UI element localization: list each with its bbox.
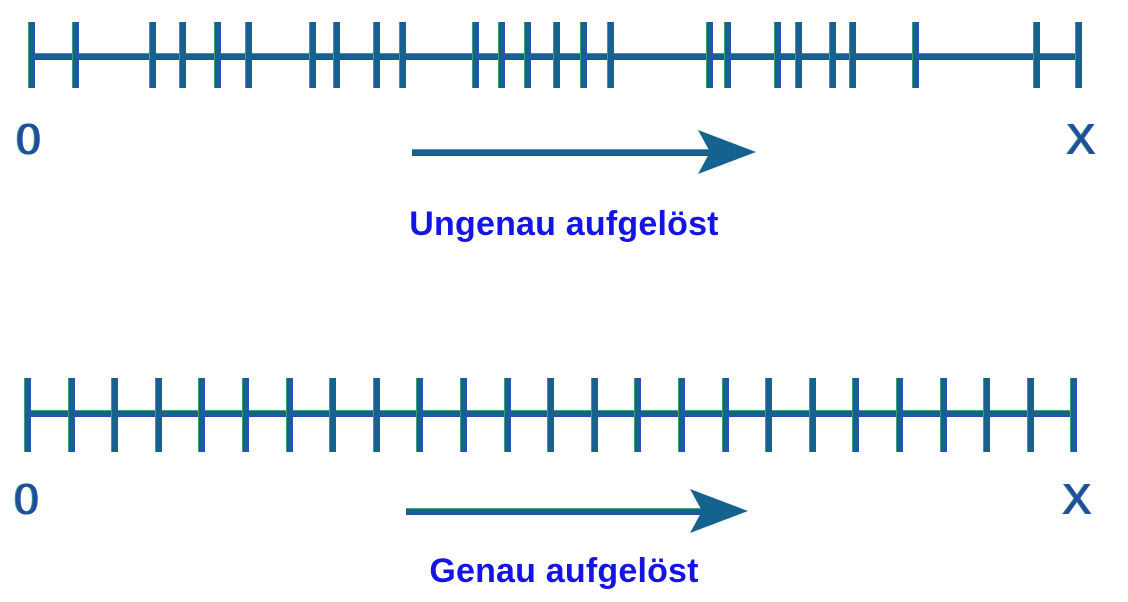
arrow-head-icon (698, 130, 756, 174)
scale-tick (29, 22, 34, 88)
end-label-coarse: X (1066, 115, 1096, 164)
scale-tick (155, 378, 161, 452)
scale-tick (635, 378, 641, 452)
scale-tick (830, 22, 835, 88)
scale-tick (1027, 378, 1033, 452)
scale-tick (330, 378, 336, 452)
scale-tick (850, 22, 855, 88)
scale-tick (581, 22, 586, 88)
scale-tick (984, 378, 990, 452)
scale-tick (940, 378, 946, 452)
scale-tick (766, 378, 772, 452)
scale-tick (608, 22, 613, 88)
caption-coarse: Ungenau aufgelöst (409, 205, 719, 243)
scale-tick (243, 378, 248, 452)
scale-tick (1071, 378, 1076, 452)
scale-tick (525, 22, 530, 88)
scale-tick (853, 378, 859, 452)
scale-tick (897, 378, 902, 452)
scale-tick (334, 22, 339, 88)
scale-tick (68, 378, 74, 452)
scale-tick (913, 22, 918, 88)
scale-tick (374, 22, 379, 88)
scale-tick (679, 378, 684, 452)
arrow-shaft-icon (406, 509, 702, 514)
scale-tick (400, 22, 405, 88)
scale-tick (461, 378, 466, 452)
scale-tick (112, 378, 118, 452)
scale-tick (548, 378, 554, 452)
scale-tick (373, 378, 379, 452)
scale-tick (809, 378, 815, 452)
scale-tick (504, 378, 510, 452)
scale-tick (25, 378, 30, 452)
arrow-head-icon (690, 489, 748, 533)
scale-tick (775, 22, 780, 88)
direction-arrow-coarse (412, 130, 756, 174)
scale-tick (215, 22, 220, 88)
scale-tick (199, 378, 205, 452)
scale-tick (150, 22, 155, 88)
direction-arrow-fine (406, 489, 748, 533)
caption-fine: Genau aufgelöst (429, 552, 699, 590)
scale-tick (417, 378, 423, 452)
end-label-fine: X (1062, 475, 1092, 524)
arrow-shaft-icon (412, 150, 710, 155)
scale-tick (473, 22, 478, 88)
scale-tick (707, 22, 712, 88)
scale-tick (554, 22, 559, 88)
scale-tick (1034, 22, 1039, 88)
scale-tick (499, 22, 504, 88)
scale-tick (246, 22, 251, 88)
start-label-fine: 0 (14, 475, 39, 524)
scale-tick (286, 378, 292, 452)
scale-tick (722, 378, 728, 452)
scale-tick (591, 378, 597, 452)
scale-tick (796, 22, 801, 88)
scale-tick (725, 22, 730, 88)
start-label-coarse: 0 (16, 115, 41, 164)
scale-tick (180, 22, 185, 88)
scale-tick (310, 22, 315, 88)
scale-tick (73, 22, 78, 88)
scale-tick (1076, 22, 1081, 88)
